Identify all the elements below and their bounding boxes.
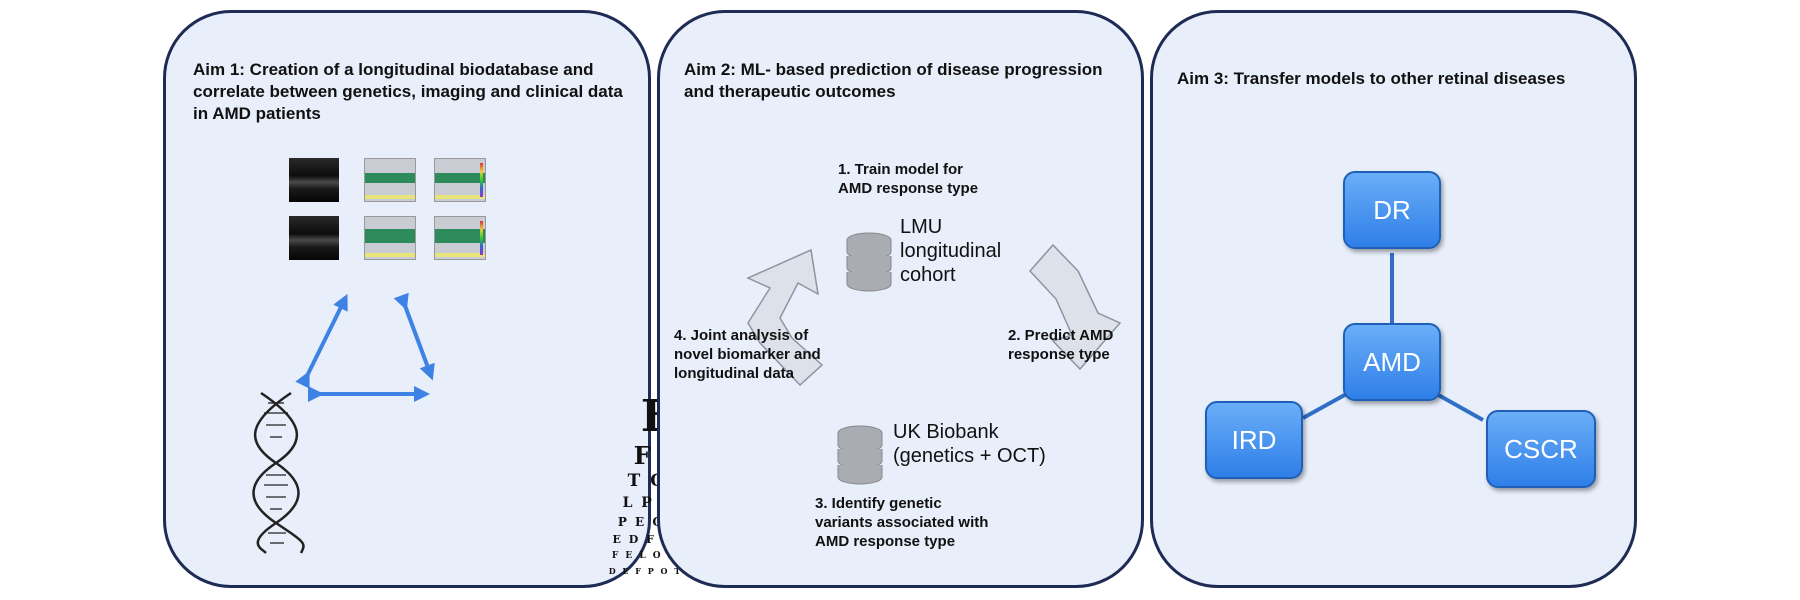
aim3-panel: Aim 3: Transfer models to other retinal … xyxy=(1150,10,1637,588)
database-icon xyxy=(846,232,892,292)
arrow-imaging-genetics xyxy=(295,293,348,389)
aim2-diagram xyxy=(746,232,1122,485)
eye-chart-row: D E F P O T E C xyxy=(608,566,709,576)
aim1-panel: Aim 1: Creation of a longitudinal biodat… xyxy=(163,10,729,588)
eye-chart-row: F E L O P Z D xyxy=(611,551,706,561)
node-cscr: CSCR xyxy=(1486,410,1596,488)
node-amd: AMD xyxy=(1343,323,1441,401)
aim1-title: Aim 1: Creation of a longitudinal biodat… xyxy=(193,60,623,123)
aim3-connectors xyxy=(1302,253,1484,422)
lmu-cohort-label: LMU longitudinal cohort xyxy=(900,216,1002,286)
connector-amd-ird xyxy=(1302,390,1351,420)
aim3-title: Aim 3: Transfer models to other retinal … xyxy=(1177,69,1566,88)
node-dr: DR xyxy=(1343,171,1441,249)
oct-segmentation-legend-image xyxy=(434,158,486,202)
oct-scan-image xyxy=(289,216,339,260)
dna-icon xyxy=(252,391,305,554)
oct-segmentation-legend-image xyxy=(434,216,486,260)
uk-biobank-label: UK Biobank (genetics + OCT) xyxy=(893,421,1046,467)
step2-label: 2. Predict AMD response type xyxy=(1008,327,1114,363)
arrow-imaging-clinical xyxy=(393,292,435,381)
node-ird: IRD xyxy=(1205,401,1303,479)
correlation-arrows xyxy=(252,292,435,554)
cycle-arrow-right xyxy=(1028,243,1122,371)
cycle-arrow-left xyxy=(746,248,824,387)
database-icon xyxy=(837,425,883,485)
step4-label: 4. Joint analysis of novel biomarker and… xyxy=(674,327,821,382)
aim2-panel: Aim 2: ML- based prediction of disease p… xyxy=(657,10,1144,588)
step1-label: 1. Train model for AMD response type xyxy=(838,161,979,197)
connector-amd-cscr xyxy=(1432,390,1484,422)
aim2-title: Aim 2: ML- based prediction of disease p… xyxy=(684,60,1103,101)
step3-label: 3. Identify genetic variants associated … xyxy=(815,495,989,550)
oct-segmentation-image xyxy=(364,158,416,202)
oct-scan-image xyxy=(289,158,339,202)
oct-segmentation-image xyxy=(364,216,416,260)
